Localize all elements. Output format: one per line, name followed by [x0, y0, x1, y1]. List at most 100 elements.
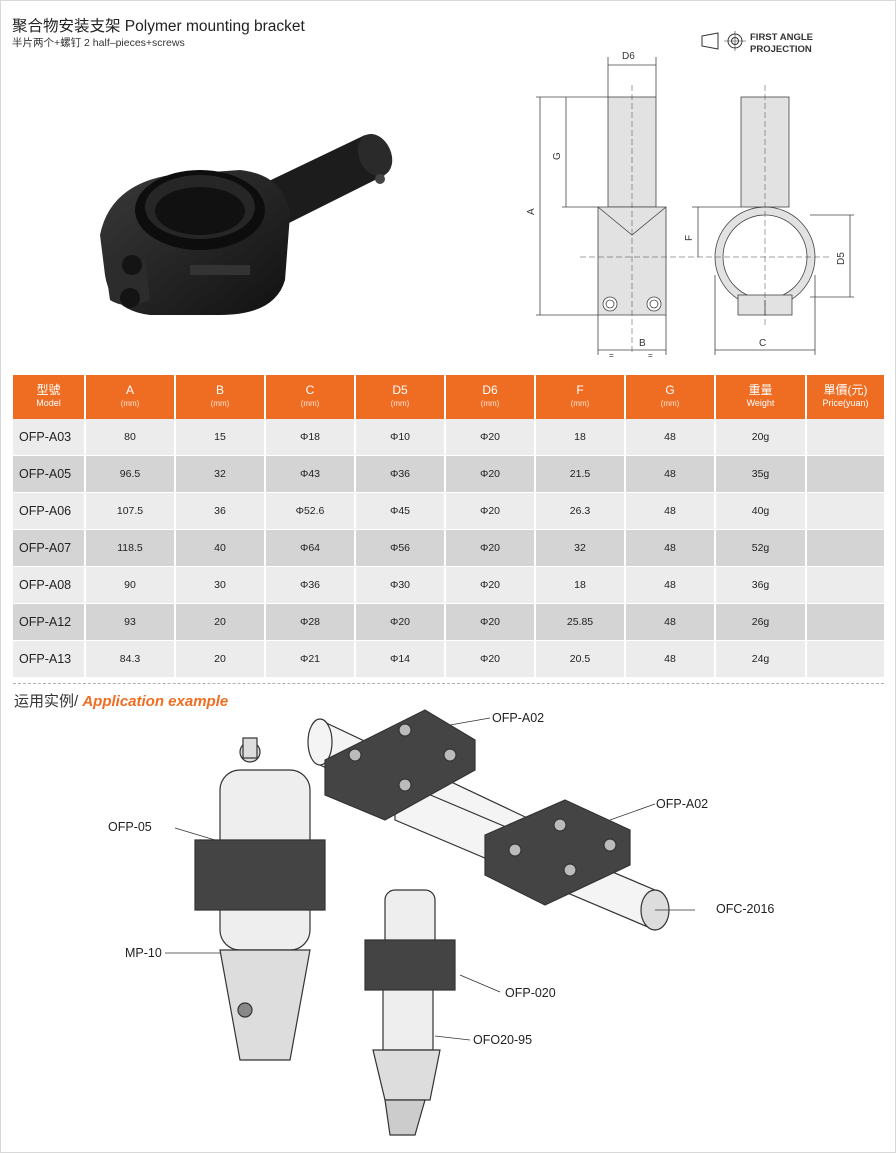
cell-g: 48 [625, 419, 716, 456]
cell-g: 48 [625, 529, 716, 567]
cell-d5: Φ10 [355, 419, 446, 456]
col-header-b: B(mm) [175, 375, 266, 419]
cell-d6: Φ20 [445, 419, 536, 456]
cell-price [806, 455, 884, 493]
section-divider [13, 683, 884, 684]
cell-b: 36 [175, 492, 266, 530]
cell-d6: Φ20 [445, 640, 536, 678]
col-header-price: 單價(元)Price(yuan) [806, 375, 884, 419]
callout-mp-10: MP-10 [125, 946, 162, 960]
col-header-a: A(mm) [85, 375, 176, 419]
callout-ofo20-95: OFO20-95 [473, 1033, 533, 1047]
cell-c: Φ43 [265, 455, 356, 493]
cell-d5: Φ14 [355, 640, 446, 678]
col-header-f: F(mm) [535, 375, 626, 419]
cell-d5: Φ56 [355, 529, 446, 567]
cell-price [806, 492, 884, 530]
cell-model: OFP-A12 [13, 603, 86, 641]
cell-weight: 24g [715, 640, 807, 678]
cell-weight: 52g [715, 529, 807, 567]
cell-c: Φ36 [265, 566, 356, 604]
cell-c: Φ52.6 [265, 492, 356, 530]
cell-g: 48 [625, 492, 716, 530]
cell-f: 26.3 [535, 492, 626, 530]
cell-c: Φ21 [265, 640, 356, 678]
projection-label: FIRST ANGLE PROJECTION [750, 32, 813, 55]
cell-price [806, 419, 884, 456]
cell-d6: Φ20 [445, 603, 536, 641]
cell-f: 18 [535, 566, 626, 604]
col-header-d6: D6(mm) [445, 375, 536, 419]
cell-model: OFP-A13 [13, 640, 86, 678]
cell-d6: Φ20 [445, 566, 536, 604]
cell-f: 18 [535, 419, 626, 456]
cell-f: 32 [535, 529, 626, 567]
dim-label-d5: D5 [836, 252, 847, 265]
cell-g: 48 [625, 603, 716, 641]
page-subtitle: 半片两个+螺钉 2 half–pieces+screws [12, 37, 185, 49]
cell-b: 20 [175, 603, 266, 641]
cell-a: 96.5 [85, 455, 176, 493]
dim-label-b: B [639, 338, 646, 349]
first-angle-projection-icon [701, 31, 746, 51]
cell-b: 15 [175, 419, 266, 456]
cell-g: 48 [625, 566, 716, 604]
dim-label-c: C [759, 338, 766, 349]
cell-f: 21.5 [535, 455, 626, 493]
col-header-d5: D5(mm) [355, 375, 446, 419]
cell-d6: Φ20 [445, 529, 536, 567]
page-title: 聚合物安装支架 Polymer mounting bracket [12, 18, 305, 35]
cell-model: OFP-A05 [13, 455, 86, 493]
dim-label-g: G [552, 152, 563, 160]
cell-c: Φ28 [265, 603, 356, 641]
cell-c: Φ64 [265, 529, 356, 567]
cell-a: 107.5 [85, 492, 176, 530]
callout-ofp-020: OFP-020 [505, 986, 556, 1000]
cell-d5: Φ20 [355, 603, 446, 641]
callout-ofp-a02-top: OFP-A02 [492, 711, 545, 725]
cell-g: 48 [625, 640, 716, 678]
cell-price [806, 566, 884, 604]
cell-d5: Φ45 [355, 492, 446, 530]
col-header-c: C(mm) [265, 375, 356, 419]
cell-model: OFP-A07 [13, 529, 86, 567]
cell-a: 90 [85, 566, 176, 604]
callout-ofp-a02-right: OFP-A02 [656, 797, 709, 811]
dim-label-eq-left: = [609, 351, 614, 360]
cell-g: 48 [625, 455, 716, 493]
dim-label-eq-right: = [648, 351, 653, 360]
cell-weight: 36g [715, 566, 807, 604]
cell-price [806, 603, 884, 641]
dim-label-a: A [526, 208, 537, 215]
cell-d6: Φ20 [445, 455, 536, 493]
cell-b: 40 [175, 529, 266, 567]
application-illustration [165, 709, 695, 1136]
cell-model: OFP-A03 [13, 419, 86, 456]
cell-a: 93 [85, 603, 176, 641]
cell-weight: 20g [715, 419, 807, 456]
cell-d5: Φ36 [355, 455, 446, 493]
cell-b: 32 [175, 455, 266, 493]
technical-drawing: D6 A G F D5 B C = = [526, 51, 854, 360]
cell-d5: Φ30 [355, 566, 446, 604]
cell-a: 80 [85, 419, 176, 456]
callout-ofc-2016: OFC-2016 [716, 902, 775, 916]
col-header-g: G(mm) [625, 375, 716, 419]
product-photo [100, 133, 393, 315]
cell-a: 118.5 [85, 529, 176, 567]
cell-price [806, 640, 884, 678]
cell-a: 84.3 [85, 640, 176, 678]
bracket-body [100, 170, 290, 315]
cell-weight: 35g [715, 455, 807, 493]
cell-model: OFP-A08 [13, 566, 86, 604]
